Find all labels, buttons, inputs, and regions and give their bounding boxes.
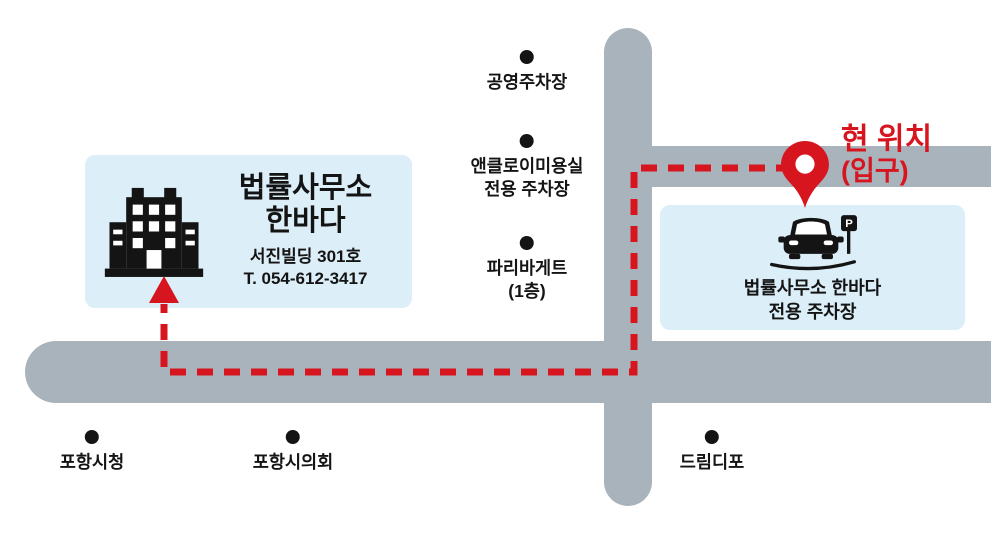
landmark-salon-parking: 앤클로이미용실 전용 주차장: [470, 134, 584, 201]
landmark-label: 드림디포: [679, 452, 745, 472]
office-title: 법률사무소 한바다: [238, 172, 373, 237]
landmark-label: 포항시청: [59, 452, 125, 472]
landmark-label: 앤클로이미용실 전용 주차장: [470, 156, 584, 199]
landmark-dot: [705, 430, 719, 444]
current-location-label: 현 위치 (입구): [841, 124, 932, 187]
office-text-block: 법률사무소 한바다 서진빌딩 301호 T. 054-612-3417: [205, 172, 406, 290]
office-address: 서진빌딩 301호: [249, 247, 362, 267]
landmark-dot: [520, 236, 534, 250]
current-location-subtitle: (입구): [841, 155, 909, 186]
road-horizontal-main: [25, 341, 991, 403]
landmark-label: 파리바게트 (1층): [486, 258, 568, 301]
current-location-pin-icon: [781, 141, 829, 208]
parking-sign-letter: P: [845, 218, 853, 230]
landmark-dot: [286, 430, 300, 444]
road-vertical: [604, 28, 652, 506]
car-parking-icon: P: [769, 215, 857, 274]
current-location-title: 현 위치: [841, 123, 933, 156]
landmark-city-hall: 포항시청: [60, 430, 124, 474]
office-phone: T. 054-612-3417: [243, 269, 368, 289]
landmark-dot: [85, 430, 99, 444]
landmark-public-parking: 공영주차장: [486, 50, 568, 94]
parking-box: P 법률사무소 한바다 전용 주차장: [660, 205, 965, 330]
parking-label: 법률사무소 한바다 전용 주차장: [743, 278, 882, 322]
office-info-box: 법률사무소 한바다 서진빌딩 301호 T. 054-612-3417: [85, 155, 412, 308]
building-icon: [103, 185, 205, 278]
landmark-dream-depot: 드림디포: [680, 430, 744, 474]
landmark-city-council: 포항시의회: [252, 430, 334, 474]
landmark-bakery: 파리바게트 (1층): [486, 236, 568, 303]
landmark-label: 공영주차장: [486, 72, 568, 92]
landmark-label: 포항시의회: [252, 452, 334, 472]
landmark-dot: [519, 134, 534, 148]
landmark-dot: [520, 50, 534, 64]
